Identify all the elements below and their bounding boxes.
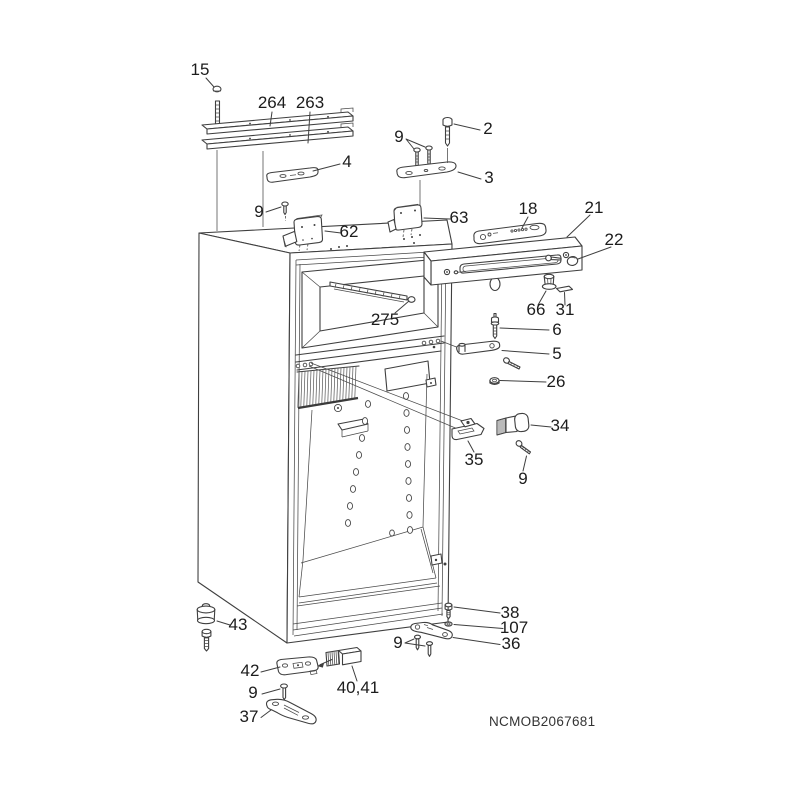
part-label-275: 275 <box>371 310 399 329</box>
cooling-tube-275 <box>329 281 416 303</box>
part-label-9-34: 9 <box>518 469 527 488</box>
hinge-plate-36 <box>410 621 453 640</box>
part-labels: 15 264 263 4 2 9 3 9 62 63 18 21 22 275 … <box>191 60 624 726</box>
rail-263 <box>201 122 354 150</box>
part-label-9-top: 9 <box>394 127 403 146</box>
leader-lines <box>205 77 612 718</box>
part-label-263: 263 <box>296 93 324 112</box>
screw-38 <box>444 602 453 620</box>
part-label-4: 4 <box>342 152 351 171</box>
part-label-43: 43 <box>229 615 248 634</box>
screw-2 <box>442 116 453 147</box>
part-label-40-41: 40,41 <box>337 678 380 697</box>
part-label-2: 2 <box>483 119 492 138</box>
bushing-66 <box>541 273 557 290</box>
part-label-22: 22 <box>605 230 624 249</box>
part-label-5: 5 <box>552 344 561 363</box>
part-label-34: 34 <box>551 416 570 435</box>
part-label-15: 15 <box>191 60 210 79</box>
alignment-lines-2 <box>419 148 448 206</box>
bearing-40-41 <box>317 646 362 668</box>
washer-107 <box>444 621 453 627</box>
part-label-35: 35 <box>465 450 484 469</box>
part-label-26: 26 <box>547 372 566 391</box>
screw-9-62 <box>281 201 289 221</box>
part-label-21: 21 <box>585 198 604 217</box>
hinge-plate-42 <box>276 656 319 676</box>
drawing-code: NCMOB2067681 <box>489 714 595 729</box>
screw-43 <box>201 628 212 652</box>
hinge-5 <box>456 340 521 370</box>
screw-9-42 <box>280 683 288 701</box>
part-label-36: 36 <box>502 634 521 653</box>
plate-37 <box>265 698 317 725</box>
screws-9-36 <box>413 634 434 657</box>
part-label-6: 6 <box>552 320 561 339</box>
part-label-9-42: 9 <box>248 683 257 702</box>
control-panel-18 <box>473 222 547 245</box>
part-label-18: 18 <box>519 199 538 218</box>
part-label-66: 66 <box>527 300 546 319</box>
part-label-264: 264 <box>258 93 286 112</box>
hinge-bracket-62 <box>282 214 324 248</box>
part-label-107: 107 <box>500 618 528 637</box>
screw-and-cap-22 <box>545 254 579 266</box>
cabinet-body <box>197 219 453 644</box>
screw-6 <box>490 312 500 340</box>
shelf-holes <box>344 392 414 537</box>
part-label-37: 37 <box>240 707 259 726</box>
part-label-3: 3 <box>484 168 493 187</box>
nut-26 <box>489 377 500 385</box>
foot-43 <box>196 603 216 625</box>
part-label-62: 62 <box>340 222 359 241</box>
part-label-63: 63 <box>450 208 469 227</box>
rail-264 <box>201 107 354 135</box>
screw-9-34 <box>515 440 532 455</box>
screw-15 <box>212 85 222 129</box>
part-label-9-36: 9 <box>393 633 402 652</box>
part-label-38: 38 <box>501 603 520 622</box>
hinge-bracket-63 <box>387 203 423 233</box>
part-label-9-62: 9 <box>254 202 263 221</box>
plate-31 <box>555 285 574 293</box>
thermostat-knob-34 <box>496 412 530 436</box>
plate-3 <box>396 161 457 179</box>
bracket-4 <box>266 167 319 183</box>
part-label-42: 42 <box>241 661 260 680</box>
interior-back-panel <box>298 345 447 604</box>
hinge-35 <box>451 417 485 441</box>
part-label-31: 31 <box>556 300 575 319</box>
alignment-lines <box>216 150 264 231</box>
locator-lines <box>308 340 477 433</box>
cooling-fins <box>296 365 360 410</box>
